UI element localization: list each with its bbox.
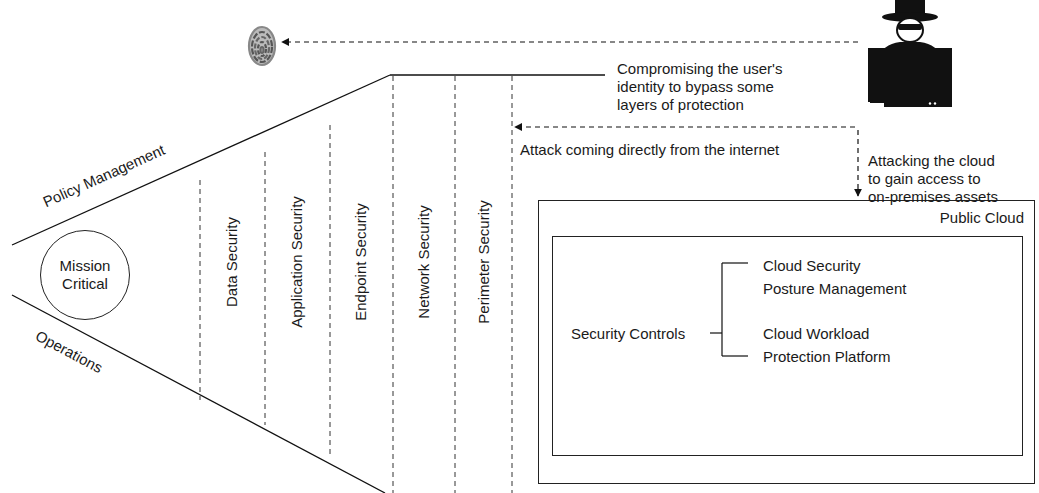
layer-divider-part bbox=[265, 152, 266, 425]
bracket-part bbox=[710, 332, 722, 333]
funnel-outline-part bbox=[12, 295, 385, 493]
attack-arrow-part bbox=[282, 41, 858, 42]
attacker-icon bbox=[868, 0, 952, 107]
attack-arrow-part bbox=[857, 130, 858, 196]
mission-circle: Mission Critical bbox=[40, 230, 130, 320]
attacker-icon-part bbox=[929, 102, 931, 104]
layer-divider-part bbox=[200, 180, 201, 400]
attack-note: Compromising the user's identity to bypa… bbox=[617, 60, 792, 114]
bracket-part bbox=[721, 263, 722, 356]
attacker-icon-part bbox=[934, 102, 936, 104]
control-item: Cloud Security Posture Management bbox=[763, 254, 913, 301]
control-item: Cloud Workload Protection Platform bbox=[763, 322, 913, 369]
fingerprint-icon-part bbox=[252, 32, 272, 62]
fingerprint-icon bbox=[249, 27, 275, 65]
layer-label: Application Security bbox=[288, 196, 306, 328]
attacker-icon-part bbox=[870, 100, 886, 103]
attack-note: Attack coming directly from the internet bbox=[520, 141, 779, 159]
bracket bbox=[710, 263, 748, 356]
controls-box: Security Controls Cloud Security Posture … bbox=[552, 236, 1023, 456]
layer-label: Endpoint Security bbox=[352, 203, 370, 321]
layer-label: Network Security bbox=[415, 205, 433, 318]
layer-divider-part bbox=[512, 76, 513, 493]
fingerprint-icon-part bbox=[255, 37, 269, 59]
layer-divider-part bbox=[455, 76, 456, 493]
attacker-icon-part bbox=[898, 24, 922, 30]
funnel-outline bbox=[12, 75, 605, 493]
attack-arrow-part bbox=[515, 126, 855, 127]
layer-divider-part bbox=[393, 76, 394, 493]
box-title: Public Cloud bbox=[940, 209, 1024, 227]
layer-boundary-label: Policy Management bbox=[40, 141, 168, 211]
layer-divider bbox=[200, 76, 512, 493]
attacker-icon-part bbox=[868, 48, 952, 102]
fingerprint-icon-part bbox=[258, 42, 266, 56]
layer-boundary-label: Operations bbox=[32, 327, 105, 377]
layer-label: Perimeter Security bbox=[475, 200, 493, 323]
funnel-outline-part bbox=[12, 75, 390, 245]
bracket-part bbox=[722, 355, 748, 356]
layer-label: Data Security bbox=[223, 217, 241, 307]
fingerprint-icon-part bbox=[249, 27, 275, 65]
layer-divider-part bbox=[330, 125, 331, 455]
attack-note: Attacking the cloud to gain access to on… bbox=[868, 152, 1005, 206]
funnel-outline-part bbox=[390, 74, 605, 75]
cloud-box: Public CloudSecurity Controls Cloud Secur… bbox=[538, 200, 1035, 484]
node-title: Mission Critical bbox=[54, 257, 116, 293]
bracket-part bbox=[722, 262, 748, 263]
attacker-icon-part bbox=[884, 100, 952, 107]
attack-arrow bbox=[282, 42, 858, 196]
fingerprint-icon-part bbox=[261, 47, 264, 53]
control-heading: Security Controls bbox=[571, 325, 685, 343]
attacker-icon-part bbox=[897, 18, 923, 42]
